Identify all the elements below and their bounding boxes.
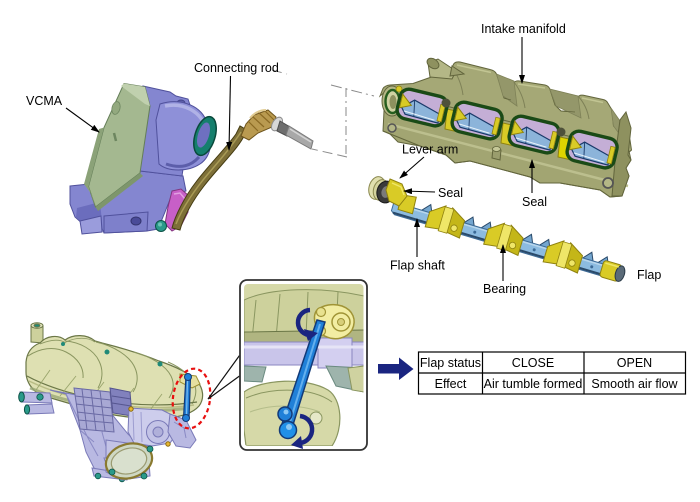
svg-text:Flap: Flap: [637, 268, 661, 282]
svg-text:Connecting rod: Connecting rod: [194, 61, 279, 75]
svg-text:Air tumble formed: Air tumble formed: [484, 377, 583, 391]
svg-text:CLOSE: CLOSE: [512, 356, 554, 370]
svg-text:OPEN: OPEN: [617, 356, 652, 370]
svg-text:Effect: Effect: [435, 377, 467, 391]
svg-text:Flap shaft: Flap shaft: [390, 259, 445, 273]
svg-text:Smooth air flow: Smooth air flow: [591, 377, 678, 391]
svg-text:Intake manifold: Intake manifold: [481, 22, 566, 36]
svg-text:Seal: Seal: [522, 195, 547, 209]
svg-text:Flap status: Flap status: [420, 356, 481, 370]
svg-text:VCMA: VCMA: [26, 94, 63, 108]
svg-text:Bearing: Bearing: [483, 282, 526, 296]
svg-text:Seal: Seal: [438, 186, 463, 200]
svg-text:Lever arm: Lever arm: [402, 143, 458, 157]
